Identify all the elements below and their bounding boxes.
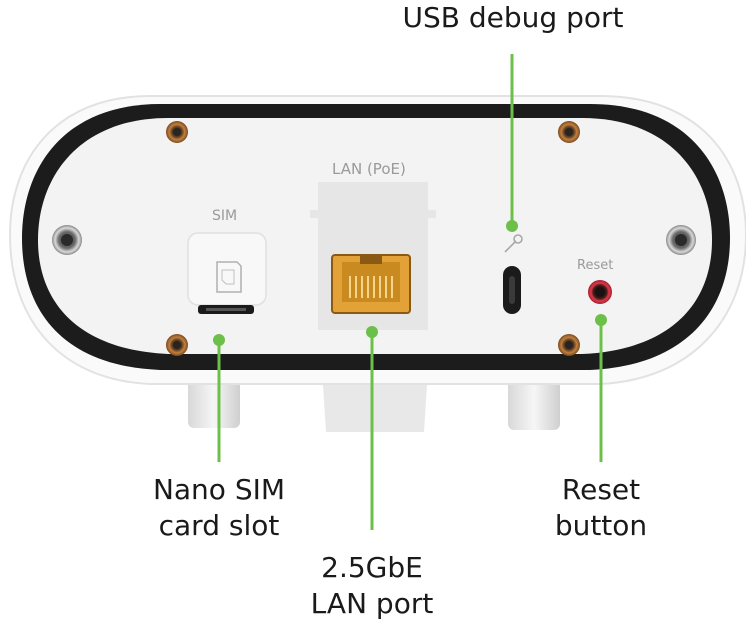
wrench-icon bbox=[504, 234, 523, 253]
reset-button[interactable] bbox=[588, 280, 612, 304]
center-mount bbox=[322, 370, 428, 432]
screw-icon bbox=[666, 225, 696, 255]
nano-sim-label: Nano SIM card slot bbox=[130, 472, 308, 544]
sim-cover bbox=[187, 232, 267, 306]
reset-engraved-label: Reset bbox=[577, 258, 614, 273]
reset-button-label-line2: button bbox=[554, 509, 648, 542]
lan-engraved-label: LAN (PoE) bbox=[332, 160, 406, 178]
screw-icon bbox=[558, 334, 580, 356]
sim-card-icon bbox=[216, 261, 242, 293]
lan-port-label-line2: LAN port bbox=[310, 587, 434, 620]
screw-icon bbox=[166, 334, 188, 356]
sim-engraved-label: SIM bbox=[212, 208, 238, 224]
callout-lines bbox=[213, 54, 607, 530]
reset-button-label: Reset button bbox=[530, 472, 672, 544]
lan-port-label: 2.5GbE LAN port bbox=[296, 550, 448, 622]
screw-icon bbox=[52, 225, 82, 255]
usb-debug-port-label: USB debug port bbox=[402, 1, 624, 34]
nano-sim-label-line1: Nano SIM bbox=[152, 473, 286, 506]
reset-button-label-line1: Reset bbox=[561, 473, 641, 506]
screw-icon bbox=[166, 121, 188, 143]
lan-port-label-line1: 2.5GbE bbox=[321, 551, 423, 584]
nano-sim-label-line2: card slot bbox=[158, 509, 280, 542]
screw-icon bbox=[558, 121, 580, 143]
